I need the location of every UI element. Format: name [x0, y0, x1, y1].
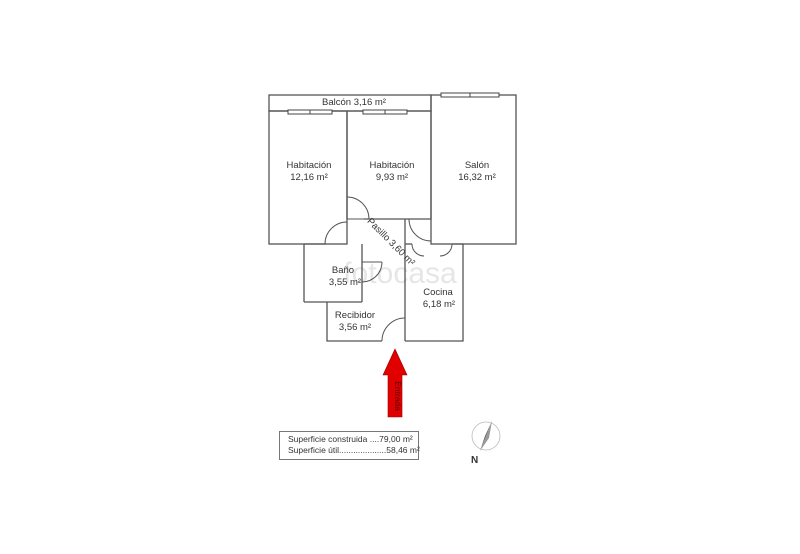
habitacion1-name: Habitación: [287, 160, 332, 171]
walls: [268, 94, 517, 342]
compass-north-label: N: [471, 455, 478, 466]
habitacion2-area: 9,93 m²: [376, 172, 408, 183]
bano-name: Baño: [332, 265, 354, 276]
compass-ring: [471, 421, 501, 451]
cocina-name: Cocina: [423, 287, 453, 298]
balcon-label: Balcón 3,16 m²: [322, 97, 386, 108]
surface-legend: Superficie construida ....79,00 m² Super…: [279, 431, 420, 460]
useful-surface: Superficie útil....................58,46…: [288, 445, 420, 455]
built-surface: Superficie construida ....79,00 m²: [288, 434, 413, 444]
recibidor-name: Recibidor: [335, 310, 375, 321]
salon-name: Salón: [465, 160, 489, 171]
bano-area: 3,55 m²: [329, 277, 361, 288]
cocina-area: 6,18 m²: [423, 299, 455, 310]
salon-area: 16,32 m²: [458, 172, 496, 183]
door-swings: [324, 196, 453, 342]
recibidor-area: 3,56 m²: [339, 322, 371, 333]
entrance-arrow: Entrada: [382, 348, 408, 418]
compass: N: [471, 421, 501, 466]
habitacion1-area: 12,16 m²: [290, 172, 328, 183]
habitacion2-name: Habitación: [370, 160, 415, 171]
windows: [287, 92, 500, 115]
entrance-label: Entrada: [393, 381, 403, 411]
